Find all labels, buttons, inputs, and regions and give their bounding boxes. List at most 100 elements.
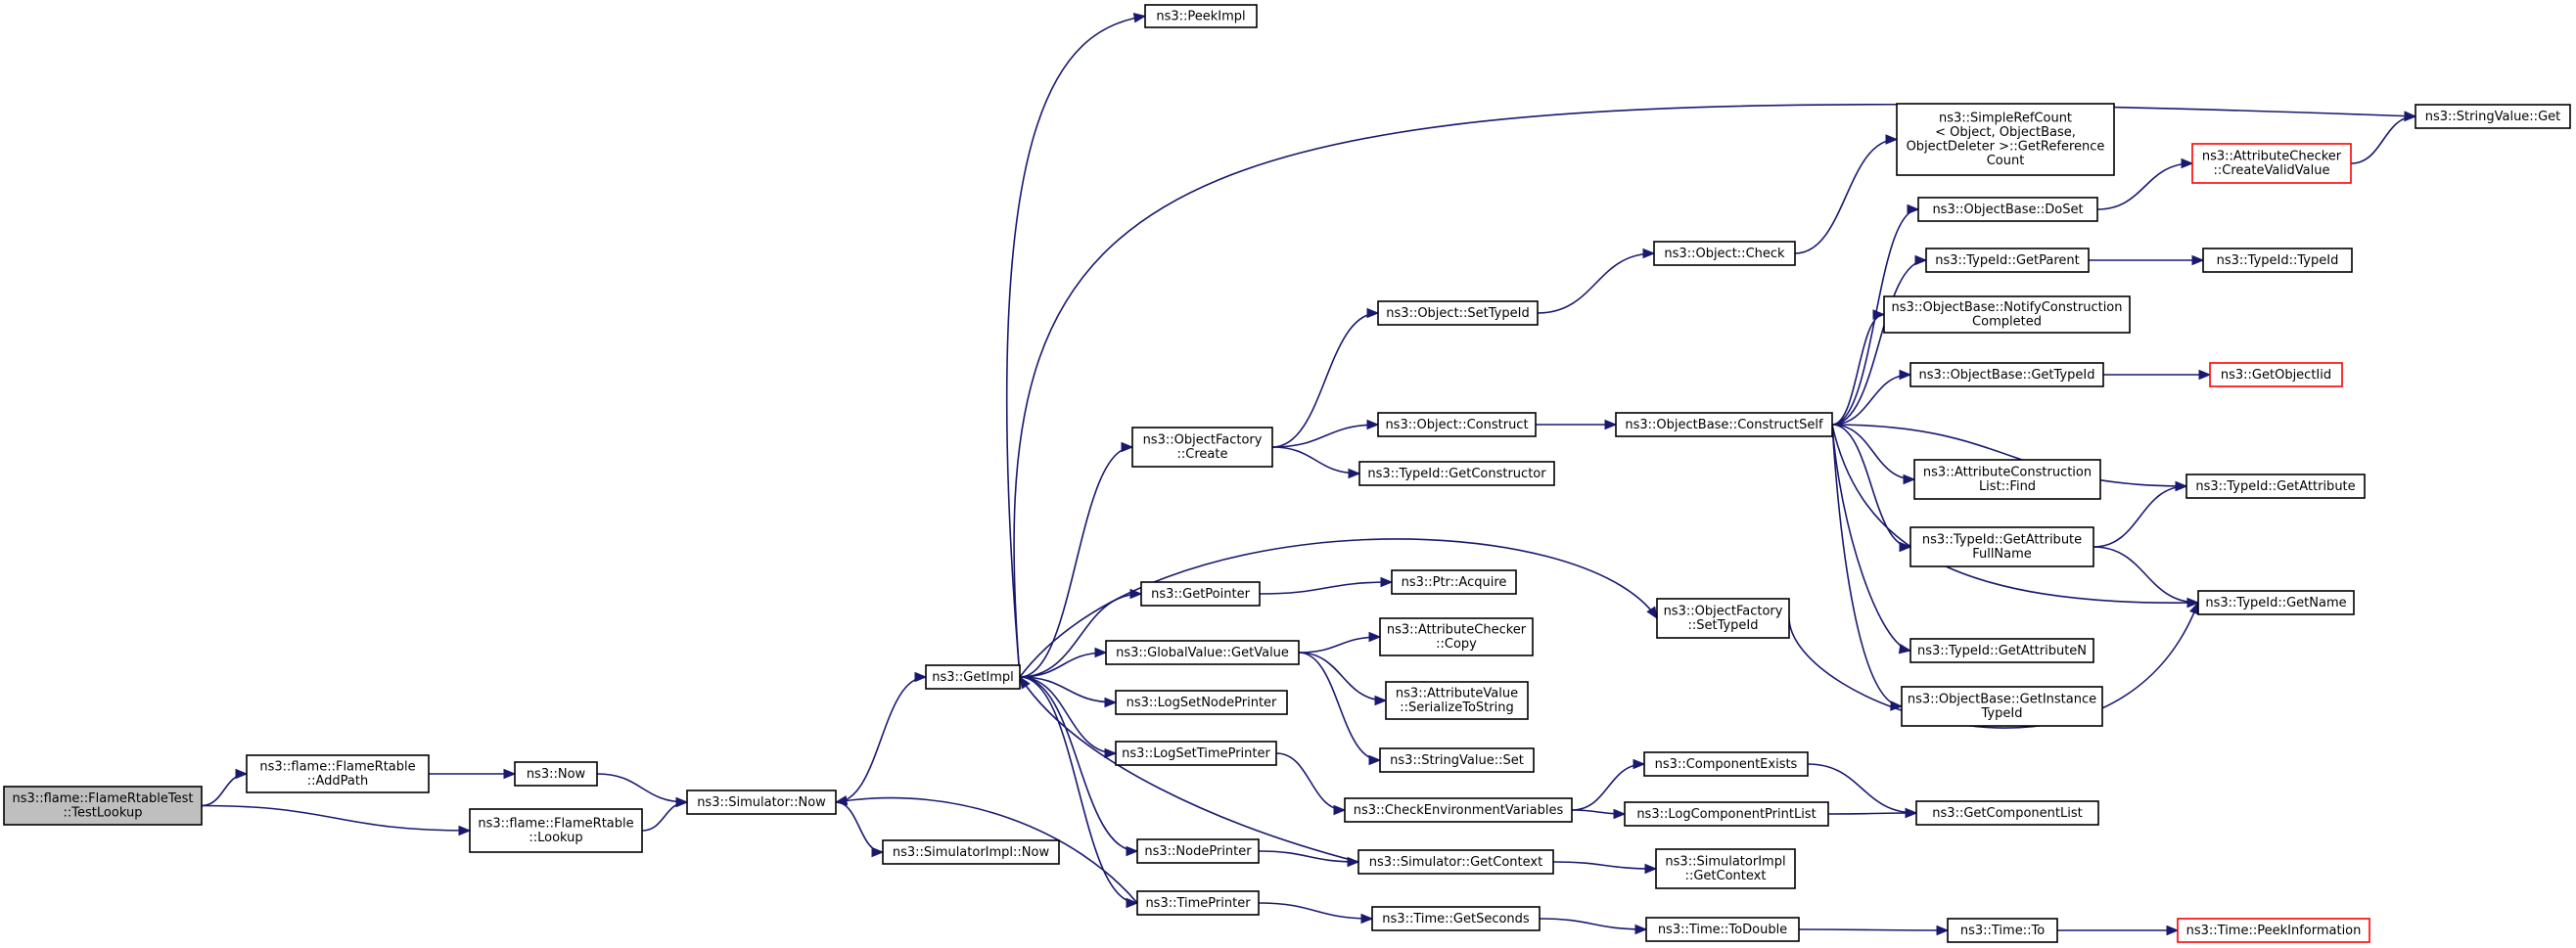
node-timeto[interactable]: ns3::Time::To	[1947, 918, 2058, 943]
edge-arrowhead	[1368, 754, 1382, 766]
node-simimplgetctx[interactable]: ns3::SimulatorImpl::GetContext	[1655, 848, 1796, 889]
edge-arrowhead	[1899, 369, 1912, 381]
node-getcomplist[interactable]: ns3::GetComponentList	[1915, 800, 2099, 826]
edge-addpath-to-now	[428, 768, 517, 780]
edge-getpointer-to-ptracquire	[1259, 576, 1394, 595]
node-getobjectiid[interactable]: ns3::GetObjectIid	[2209, 362, 2343, 387]
node-now[interactable]: ns3::Now	[514, 761, 598, 787]
node-label: ns3::Object::Check	[1664, 247, 1785, 261]
node-timeprinter[interactable]: ns3::TimePrinter	[1136, 890, 1260, 916]
node-label: ns3::TypeId::GetAttributeN	[1917, 644, 2087, 658]
node-objcheck[interactable]: ns3::Object::Check	[1653, 241, 1796, 266]
node-logsetnode[interactable]: ns3::LogSetNodePrinter	[1115, 690, 1288, 715]
edge-simgetctx-to-getimpl	[1019, 675, 1359, 863]
node-ptracquire[interactable]: ns3::Ptr::Acquire	[1391, 569, 1517, 595]
node-tidgetattrn[interactable]: ns3::TypeId::GetAttributeN	[1909, 638, 2094, 663]
node-logsettime[interactable]: ns3::LogSetTimePrinter	[1115, 741, 1277, 766]
edge-arrowhead	[1126, 897, 1139, 909]
edge-timeprinter-to-simnow	[834, 795, 1138, 904]
edge-arrowhead	[1899, 541, 1912, 553]
node-label: ns3::GetImpl	[932, 670, 1014, 685]
node-box	[1357, 849, 1554, 875]
node-box	[1656, 598, 1790, 639]
node-gvgetvalue[interactable]: ns3::GlobalValue::GetValue	[1105, 640, 1300, 665]
node-accopy[interactable]: ns3::AttributeChecker::Copy	[1379, 617, 1534, 656]
node-svget[interactable]: ns3::StringValue::Get	[2415, 104, 2571, 129]
node-objconstruct[interactable]: ns3::Object::Construct	[1377, 412, 1537, 437]
edge-obconstructself-to-obgettypeid	[1831, 369, 1912, 426]
edge-arrowhead	[1104, 747, 1118, 759]
node-simimplnow[interactable]: ns3::SimulatorImpl::Now	[882, 839, 1060, 865]
node-srcgetref[interactable]: ns3::SimpleRefCount< Object, ObjectBase,…	[1896, 103, 2115, 176]
node-obnotify[interactable]: ns3::ObjectBase::NotifyConstructionCompl…	[1883, 295, 2131, 334]
edge-gvgetvalue-to-svset	[1298, 652, 1382, 766]
node-checkenv[interactable]: ns3::CheckEnvironmentVariables	[1344, 797, 1573, 823]
node-testlookup[interactable]: ns3::flame::FlameRtableTest::TestLookup	[3, 786, 203, 826]
node-label: ns3::GetPointer	[1151, 587, 1250, 602]
node-logcompprint[interactable]: ns3::LogComponentPrintList	[1624, 801, 1829, 827]
node-nodeprinter[interactable]: ns3::NodePrinter	[1136, 838, 1260, 864]
node-tidtypeid[interactable]: ns3::TypeId::TypeId	[2202, 248, 2353, 273]
node-box	[1140, 581, 1261, 607]
edge-testlookup-to-addpath	[201, 768, 249, 807]
node-ofsettypeid[interactable]: ns3::ObjectFactory::SetTypeId	[1656, 598, 1790, 639]
edge-line	[1831, 424, 1911, 652]
node-lookup[interactable]: ns3::flame::FlameRtable::Lookup	[469, 808, 643, 853]
node-objsettypeid[interactable]: ns3::Object::SetTypeId	[1377, 300, 1539, 326]
edge-arrowhead	[1885, 134, 1899, 145]
edge-arrowhead	[1905, 807, 1918, 819]
edge-arrowhead	[1872, 309, 1886, 320]
edge-getimpl-to-ofsettypeid	[1019, 538, 1658, 678]
node-tidgetattr[interactable]: ns3::TypeId::GetAttribute	[2185, 474, 2366, 499]
edge-obdoset-to-acvalid	[2096, 158, 2194, 210]
node-label: ::GetContext	[1685, 869, 1767, 883]
node-label: ::Create	[1177, 447, 1228, 462]
node-getpointer[interactable]: ns3::GetPointer	[1140, 581, 1261, 607]
node-box	[1377, 300, 1539, 326]
edge-line	[641, 801, 688, 832]
node-svset[interactable]: ns3::StringValue::Set	[1379, 747, 1535, 773]
edge-arrowhead	[458, 825, 472, 836]
node-tidgetctor[interactable]: ns3::TypeId::GetConstructor	[1358, 461, 1555, 486]
node-label: ns3::TypeId::GetParent	[1935, 253, 2080, 268]
node-tidgetname[interactable]: ns3::TypeId::GetName	[2197, 590, 2355, 615]
edge-line	[1539, 918, 1647, 930]
node-simnow[interactable]: ns3::Simulator::Now	[686, 790, 837, 815]
node-obconstructself[interactable]: ns3::ObjectBase::ConstructSelf	[1615, 412, 1833, 437]
edge-tidgetparent-to-tidtypeid	[2089, 254, 2205, 266]
node-addpath[interactable]: ns3::flame::FlameRtable::AddPath	[246, 754, 430, 793]
edge-simgetctx-to-simimplgetctx	[1552, 861, 1658, 875]
node-getimpl[interactable]: ns3::GetImpl	[925, 664, 1021, 690]
node-box	[1105, 640, 1300, 665]
node-avser[interactable]: ns3::AttributeValue::SerializeToString	[1385, 681, 1529, 720]
node-ofcreate[interactable]: ns3::ObjectFactory::Create	[1131, 427, 1273, 468]
node-label: ns3::flame::FlameRtable	[259, 760, 415, 775]
node-box	[1115, 741, 1277, 766]
edge-line	[1831, 424, 1911, 548]
edge-arrowhead	[1368, 631, 1382, 643]
node-label: ns3::TypeId::GetAttribute	[1922, 533, 2082, 548]
node-label: ns3::Object::SetTypeId	[1386, 306, 1529, 321]
node-obdoset[interactable]: ns3::ObjectBase::DoSet	[1917, 197, 2098, 222]
edge-arrowhead	[1642, 248, 1656, 259]
node-timetodouble[interactable]: ns3::Time::ToDouble	[1645, 917, 1800, 942]
node-label: ns3::SimpleRefCount	[1939, 112, 2072, 126]
node-obgettypeid[interactable]: ns3::ObjectBase::GetTypeId	[1909, 362, 2104, 387]
node-label: ns3::AttributeChecker	[1387, 623, 1527, 638]
edge-arrowhead	[1132, 13, 1147, 23]
edge-arrowhead	[1604, 419, 1618, 430]
node-box	[1379, 747, 1535, 773]
edge-arrowhead	[1094, 647, 1108, 658]
node-tidgetparent[interactable]: ns3::TypeId::GetParent	[1925, 248, 2090, 273]
node-timepeek[interactable]: ns3::Time::PeekInformation	[2177, 918, 2370, 943]
node-acvalid[interactable]: ns3::AttributeChecker::CreateValidValue	[2191, 143, 2352, 184]
node-timegetsec[interactable]: ns3::Time::GetSeconds	[1371, 906, 1541, 931]
node-compexists[interactable]: ns3::ComponentExists	[1643, 751, 1809, 777]
edge-getimpl-to-ofcreate	[1019, 441, 1134, 678]
node-box	[2185, 474, 2366, 499]
node-simgetctx[interactable]: ns3::Simulator::GetContext	[1357, 849, 1554, 875]
node-peekimpl[interactable]: ns3::PeekImpl	[1144, 4, 1258, 28]
